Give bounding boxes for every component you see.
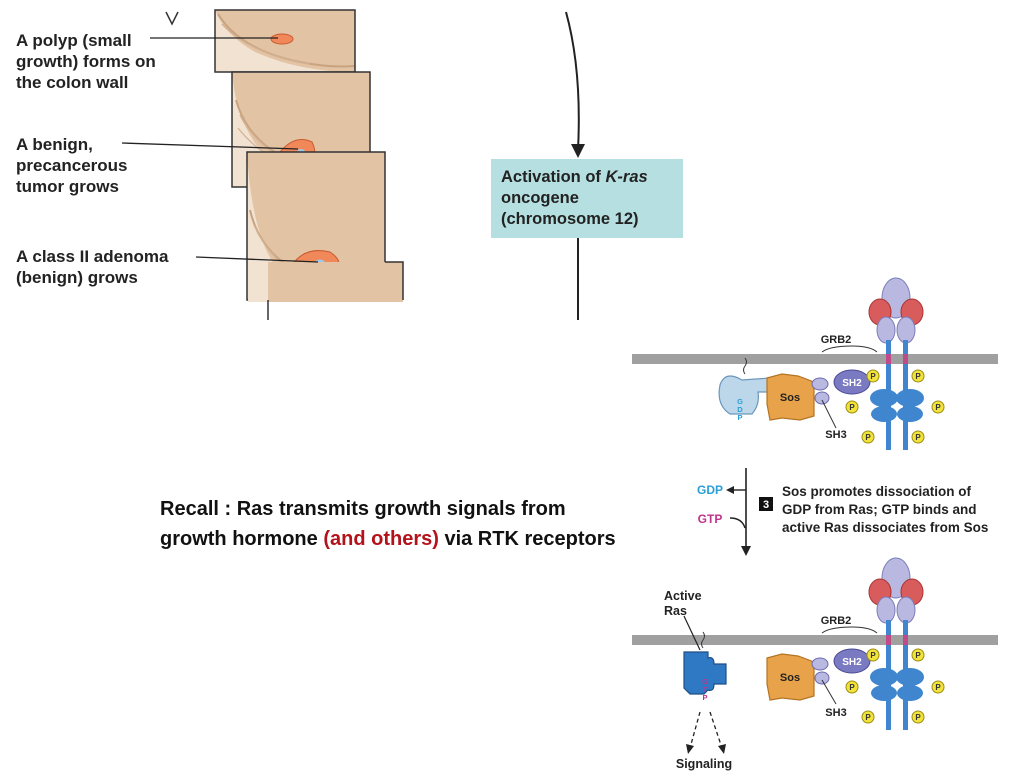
sh2-label-bottom: SH2 [842,657,862,668]
leader-line-2 [121,142,299,150]
svg-text:Active: Active [664,589,702,603]
svg-text:active Ras dissociates from So: active Ras dissociates from Sos [782,520,988,535]
svg-text:G: G [702,677,708,686]
svg-text:P: P [870,651,876,660]
stage-3-label: A class II adenoma (benign) grows [16,247,169,287]
svg-text:P: P [935,683,941,692]
step-badge [759,497,773,511]
recall-text: Recall : Ras transmits growth signals fr… [160,498,616,550]
pathway-top-panel [632,277,998,450]
svg-text:T: T [703,685,708,694]
svg-text:P: P [915,713,921,722]
svg-text:P: P [865,713,871,722]
sos-label-top: Sos [780,392,800,404]
step-number: 3 [763,499,769,511]
signaling-label: Signaling [676,757,732,771]
oncogene-line3: (chromosome 12) [501,210,639,228]
grb2-label-bottom: GRB2 [821,615,852,627]
recall-highlight: (and others) [323,528,439,550]
exchange-arrow [726,468,751,556]
svg-text:P: P [737,413,742,422]
stage-2-label: A benign, precancerous tumor grows [16,135,128,196]
pathway-bottom-panel [632,557,998,754]
gtp-letters: G T P [702,677,708,702]
svg-text:P: P [915,433,921,442]
tick-mark [165,11,179,26]
membrane-top [632,354,998,364]
phospho-labels-bottom: P P P P P P [849,651,941,722]
oncogene-line1: Activation of K-ras [501,168,648,186]
phospho-group-top [845,369,945,444]
svg-text:GDP from Ras; GTP binds and: GDP from Ras; GTP binds and [782,502,977,517]
gdp-out-label: GDP [697,483,723,497]
svg-text:G: G [737,397,743,406]
svg-text:P: P [849,683,855,692]
svg-text:P: P [865,433,871,442]
svg-text:P: P [849,403,855,412]
gtp-in-label: GTP [698,512,723,526]
sh3-label-top: SH3 [825,429,846,441]
svg-text:Sos promotes dissociation of: Sos promotes dissociation of [782,484,972,499]
phospho-group-bottom [845,648,945,724]
colon-stage-4 [248,262,403,302]
svg-text:D: D [737,405,743,414]
flow-arrow [565,11,580,151]
stage-4-frame [267,261,404,320]
stage-1-label: A polyp (small growth) forms on the colo… [16,31,156,92]
gdp-letters: G D P [737,397,743,422]
active-ras-label: Active Ras [664,589,702,618]
sh3-label-bottom: SH3 [825,707,846,719]
flow-arrowhead [571,144,585,158]
membrane-bottom [632,635,998,645]
grb2-label-top: GRB2 [821,334,852,346]
svg-text:P: P [870,372,876,381]
oncogene-line2: oncogene [501,189,579,207]
svg-text:P: P [915,372,921,381]
svg-text:P: P [935,403,941,412]
leader-line-3 [195,256,319,263]
svg-text:Ras: Ras [664,604,687,618]
phospho-labels-top: P P P P P P [849,372,941,442]
polyp [270,33,294,45]
k-ras-gene: K-ras [605,168,648,186]
oncogene-box: Activation of K-ras oncogene (chromosome… [491,159,683,238]
svg-text:P: P [915,651,921,660]
step-description: Sos promotes dissociation of GDP from Ra… [782,484,988,535]
sh2-label-top: SH2 [842,378,862,389]
svg-text:P: P [702,693,707,702]
sos-label-bottom: Sos [780,672,800,684]
